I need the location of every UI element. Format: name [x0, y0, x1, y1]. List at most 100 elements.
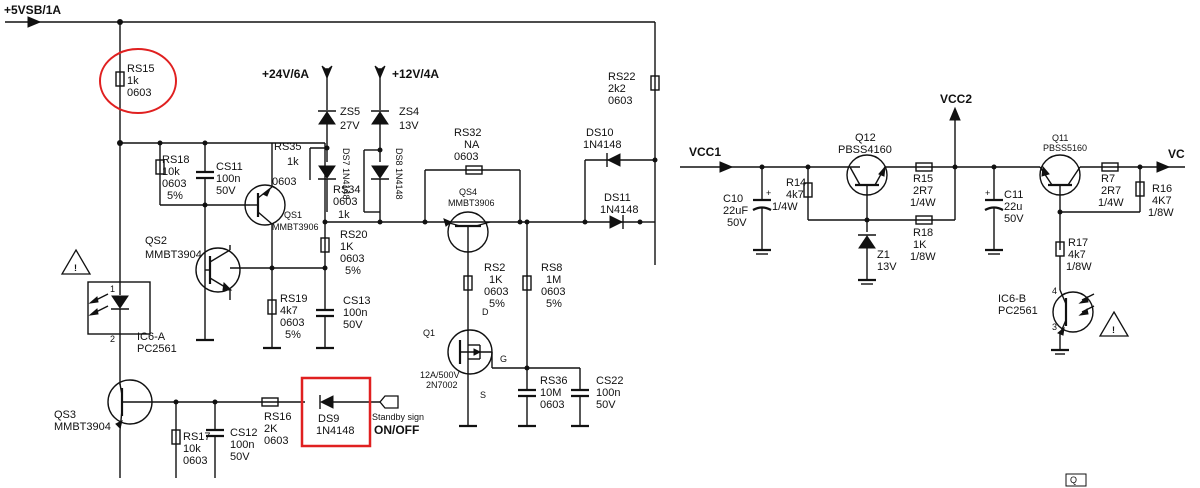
qs4-part: MMBT3906 — [448, 198, 495, 208]
rs22-ds-block: RS22 2k2 0603 DS10 1N4148 DS11 1N4148 — [582, 71, 660, 229]
r16-power: 1/8W — [1148, 207, 1174, 219]
q12-name: Q12 — [855, 132, 876, 144]
rs15-value: 1k — [127, 75, 139, 87]
q1-part: 2N7002 — [426, 380, 458, 390]
rs32-package: 0603 — [454, 151, 478, 163]
rs36-package: 0603 — [540, 399, 564, 411]
ic6b-pin3: 3 — [1052, 322, 1057, 332]
rs20-name: RS20 — [340, 229, 368, 241]
r15-name: R15 — [913, 173, 933, 185]
rs17-value: 10k — [183, 443, 201, 455]
r17-value: 4k7 — [1068, 249, 1086, 261]
vc-label: VC — [1168, 147, 1185, 161]
r7-power: 1/4W — [1098, 197, 1124, 209]
standby-signal-label: Standby sign — [372, 412, 424, 422]
rs32-name: RS32 — [454, 127, 482, 139]
rs2-package: 0603 — [484, 286, 508, 298]
cs11-name: CS11 — [216, 161, 243, 173]
warning-icon: ! — [60, 248, 92, 275]
r17-name: R17 — [1068, 237, 1088, 249]
rs20-cs13-block: RS20 1K 0603 5% CS13 100n 50V — [316, 143, 520, 350]
rs17-package: 0603 — [183, 455, 207, 467]
rs22-value: 2k2 — [608, 83, 626, 95]
cs13-value: 100n — [343, 307, 367, 319]
top-rail: +5VSB/1A — [4, 3, 656, 265]
standby-onoff-label: ON/OFF — [374, 423, 419, 437]
cs13-voltage: 50V — [343, 319, 363, 331]
rs34-package: 0603 — [333, 196, 357, 208]
ds10-part: 1N4148 — [583, 139, 622, 151]
rs8-tol: 5% — [546, 298, 562, 310]
ic6a-pin2: 2 — [110, 334, 115, 344]
rs8-package: 0603 — [541, 286, 565, 298]
rs18-tol: 5% — [167, 190, 183, 202]
svg-text:!: ! — [74, 263, 77, 273]
corner-fragment-label: Q — [1070, 475, 1077, 485]
zs4-name: ZS4 — [399, 106, 419, 118]
q1-pin-d: D — [482, 307, 489, 317]
r17-power: 1/8W — [1066, 261, 1092, 273]
rs16-value: 2K — [264, 423, 278, 435]
qs1-qs2-block: RS18 10k 0603 5% CS11 100n 50V QS1 MMBT3… — [145, 141, 325, 350]
cs12-value: 100n — [230, 439, 254, 451]
rs32-value: NA — [464, 139, 480, 151]
q1-name: Q1 — [423, 328, 435, 338]
qs1-name: QS1 — [284, 210, 302, 220]
rs15-name: RS15 — [127, 63, 155, 75]
cs22-name: CS22 — [596, 375, 624, 387]
qs3-name: QS3 — [54, 409, 76, 421]
rs19-name: RS19 — [280, 293, 308, 305]
left-branch: RS15 1k 0603 ! 1 2 IC6-A PC2561 QS3 — [54, 22, 325, 478]
r18-power: 1/8W — [910, 251, 936, 263]
c10-name: C10 — [723, 193, 743, 205]
rs35-name: RS35 — [274, 141, 302, 153]
r16-value: 4K7 — [1152, 195, 1172, 207]
cs22-value: 100n — [596, 387, 620, 399]
q1-mosfet: Q1 12A/500V 2N7002 D G S RS36 10M 0603 C… — [420, 307, 624, 428]
rs20-package: 0603 — [340, 253, 364, 265]
r14-value: 4k7 — [786, 189, 804, 201]
ds9-name: DS9 — [318, 413, 339, 425]
vcc1-label: VCC1 — [689, 145, 721, 159]
qs2-name: QS2 — [145, 235, 167, 247]
qs4-block: RS32 NA 0603 QS4 MMBT3906 RS2 1K 0603 5%… — [422, 127, 640, 368]
rail-5vsb-label: +5VSB/1A — [4, 3, 61, 17]
r7-value: 2R7 — [1101, 185, 1121, 197]
rs15-highlight-ellipse — [99, 48, 177, 114]
svg-text:+: + — [766, 188, 771, 198]
rs17-name: RS17 — [183, 431, 211, 443]
rs2-name: RS2 — [484, 262, 505, 274]
z1-name: Z1 — [877, 249, 890, 261]
rail-24v-label: +24V/6A — [262, 67, 309, 81]
rs2-tol: 5% — [489, 298, 505, 310]
r15-value: 2R7 — [913, 185, 933, 197]
r7-name: R7 — [1101, 173, 1115, 185]
right-circuit: VCC1 + C10 22uF 50V R14 4k7 1/4W Q12 PBS… — [680, 92, 1185, 487]
rs19-value: 4k7 — [280, 305, 298, 317]
zs5-value: 27V — [340, 120, 360, 132]
z1-value: 13V — [877, 261, 897, 273]
rs20-tol: 5% — [345, 265, 361, 277]
q1-pin-s: S — [480, 390, 486, 400]
rs22-package: 0603 — [608, 95, 632, 107]
r18-name: R18 — [913, 227, 933, 239]
ds11-part: 1N4148 — [600, 204, 639, 216]
c11-voltage: 50V — [1004, 213, 1024, 225]
c10-value: 22uF — [723, 205, 748, 217]
ic6b-part: PC2561 — [998, 305, 1038, 317]
rs20-value: 1K — [340, 241, 354, 253]
cs12-name: CS12 — [230, 427, 258, 439]
zs5-name: ZS5 — [340, 106, 360, 118]
rs15-package: 0603 — [127, 87, 151, 99]
rs19-package: 0603 — [280, 317, 304, 329]
cs11-voltage: 50V — [216, 185, 236, 197]
rs18-package: 0603 — [162, 178, 186, 190]
r18-value: 1K — [913, 239, 927, 251]
q11-part: PBSS5160 — [1043, 143, 1087, 153]
rs22-name: RS22 — [608, 71, 636, 83]
r15-power: 1/4W — [910, 197, 936, 209]
rs8-name: RS8 — [541, 262, 562, 274]
r16-name: R16 — [1152, 183, 1172, 195]
rs36-value: 10M — [540, 387, 561, 399]
